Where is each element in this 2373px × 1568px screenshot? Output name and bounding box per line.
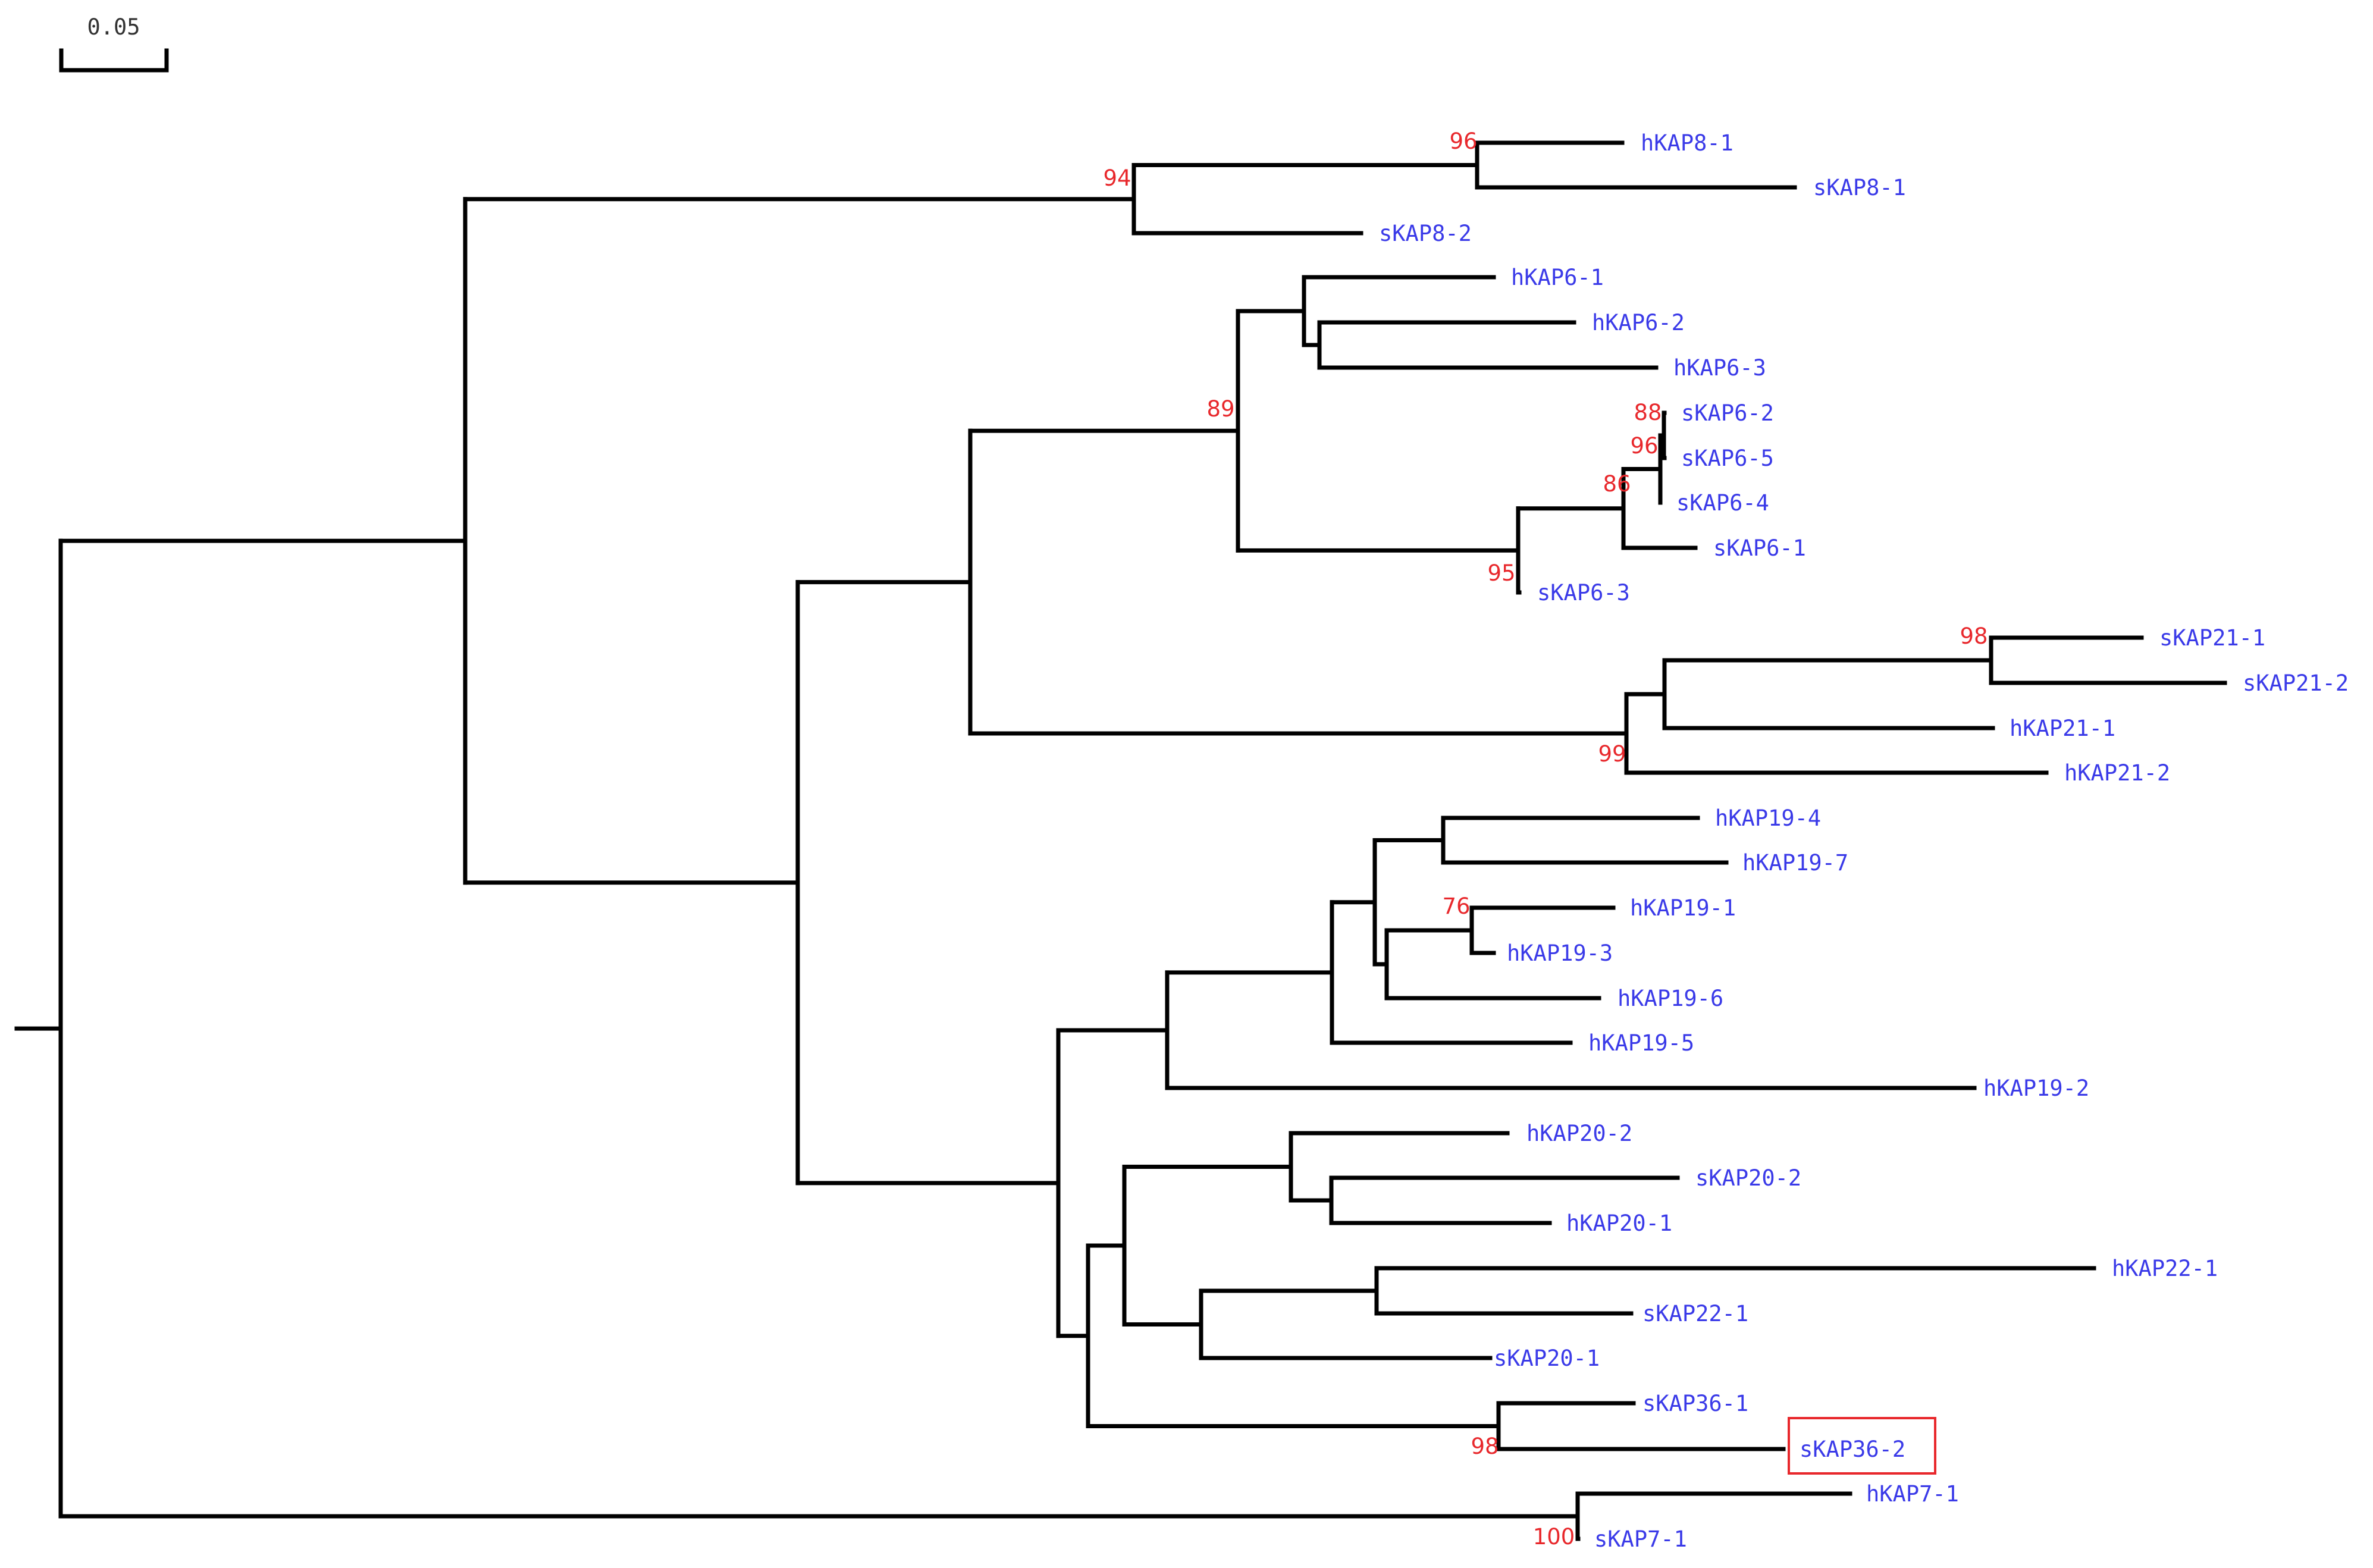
- leaf-labels: hKAP8-1 sKAP8-1 sKAP8-2 hKAP6-1 hKAP6-2 hKAP6…: [1379, 130, 2349, 1552]
- bootstrap-labels: 96 94 89 88 96 86 95 98 99 76 98 100: [1103, 128, 1988, 1550]
- leaf-label-skap7-1: sKAP7-1: [1594, 1526, 1687, 1552]
- leaf-label-skap6-3: sKAP6-3: [1537, 580, 1630, 606]
- leaf-label-hkap19-7: hKAP19-7: [1742, 850, 1848, 876]
- bootstrap-value-kap6: 89: [1206, 396, 1234, 422]
- bootstrap-value-s36: 98: [1471, 1434, 1499, 1459]
- bootstrap-value-s21: 98: [1960, 623, 1988, 649]
- leaf-label-hkap8-1: hKAP8-1: [1641, 130, 1733, 156]
- leaf-label-hkap19-1: hKAP19-1: [1630, 895, 1736, 921]
- leaf-label-hkap19-3: hKAP19-3: [1507, 940, 1613, 966]
- highlight-box: [1788, 1417, 1936, 1475]
- leaf-label-skap36-2: sKAP36-2: [1800, 1437, 1905, 1462]
- leaf-label-skap20-1: sKAP20-1: [1494, 1346, 1600, 1371]
- leaf-label-hkap21-1: hKAP21-1: [2010, 716, 2115, 741]
- leaf-label-hkap6-1: hKAP6-1: [1511, 265, 1604, 290]
- leaf-label-hkap19-2: hKAP19-2: [1983, 1075, 2089, 1101]
- scale-bar-label: 0.05: [87, 14, 140, 40]
- leaf-label-skap21-1: sKAP21-1: [2159, 625, 2265, 651]
- bootstrap-value-s6-254: 96: [1630, 433, 1658, 459]
- leaf-label-skap6-2: sKAP6-2: [1681, 400, 1774, 426]
- leaf-label-skap36-1: sKAP36-1: [1642, 1391, 1748, 1416]
- leaf-label-hkap22-1: hKAP22-1: [2112, 1256, 2218, 1281]
- bootstrap-value-kap21: 99: [1598, 741, 1626, 767]
- leaf-label-skap6-1: sKAP6-1: [1713, 535, 1806, 561]
- bootstrap-value-h19-13: 76: [1442, 893, 1470, 919]
- leaf-label-hkap7-1: hKAP7-1: [1866, 1481, 1959, 1507]
- scale-bar: 0.05: [59, 14, 169, 73]
- bootstrap-value-kap7: 100: [1533, 1524, 1575, 1550]
- leaf-label-hkap20-2: hKAP20-2: [1526, 1121, 1632, 1146]
- scale-bar-line: [59, 48, 169, 73]
- tree-branches: [14, 140, 2227, 1541]
- leaf-label-skap8-1: sKAP8-1: [1813, 175, 1906, 200]
- leaf-label-hkap19-5: hKAP19-5: [1588, 1030, 1694, 1056]
- bootstrap-value-kap8-h: 96: [1449, 128, 1477, 154]
- leaf-label-hkap20-1: hKAP20-1: [1566, 1211, 1672, 1236]
- leaf-label-hkap6-2: hKAP6-2: [1592, 310, 1685, 335]
- leaf-label-skap21-2: sKAP21-2: [2243, 670, 2349, 696]
- leaf-label-skap22-1: sKAP22-1: [1642, 1301, 1748, 1326]
- leaf-label-hkap6-3: hKAP6-3: [1673, 355, 1766, 381]
- leaf-label-hkap19-6: hKAP19-6: [1617, 986, 1723, 1011]
- bootstrap-value-s6-25: 88: [1634, 400, 1662, 425]
- bootstrap-value-s6-2541: 86: [1603, 471, 1631, 497]
- leaf-label-hkap19-4: hKAP19-4: [1715, 805, 1821, 831]
- leaf-label-skap6-4: sKAP6-4: [1676, 490, 1769, 516]
- bootstrap-value-kap8: 94: [1103, 165, 1131, 191]
- leaf-label-hkap21-2: hKAP21-2: [2064, 760, 2170, 786]
- leaf-label-skap8-2: sKAP8-2: [1379, 221, 1472, 246]
- leaf-label-skap20-2: sKAP20-2: [1695, 1165, 1801, 1191]
- leaf-label-skap6-5: sKAP6-5: [1681, 446, 1774, 471]
- bootstrap-value-s6: 95: [1487, 560, 1515, 586]
